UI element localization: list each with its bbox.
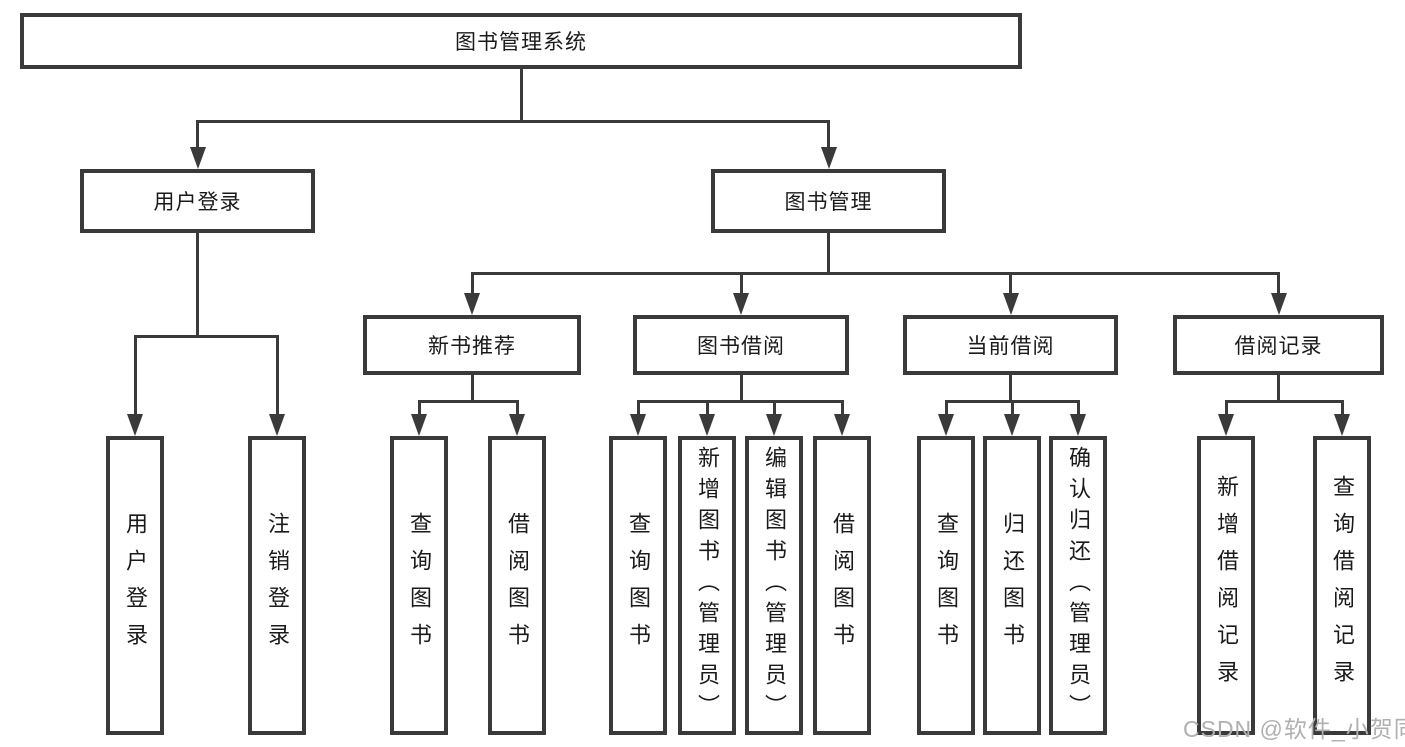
csdn-watermark: CSDN @软件_小贺同学 xyxy=(1183,716,1405,742)
leaf-bb-query-book: 查询图书 xyxy=(609,436,667,735)
arrow-down-icon xyxy=(1004,414,1020,436)
leaf-bb-edit-book-admin-label: 编辑图书（管理员） xyxy=(762,446,787,725)
arrow-down-icon xyxy=(1334,414,1350,436)
leaf-cb-query-book: 查询图书 xyxy=(917,436,975,735)
connector-line xyxy=(1076,400,1080,416)
arrow-down-icon xyxy=(509,414,525,436)
node-user-login: 用户登录 xyxy=(80,169,315,233)
leaf-cb-query-book-label: 查询图书 xyxy=(934,511,959,660)
connector-line xyxy=(1224,400,1228,416)
node-borrow-record: 借阅记录 xyxy=(1173,315,1384,375)
node-user-login-label: 用户登录 xyxy=(153,191,242,214)
connector-line xyxy=(1340,400,1344,416)
connector-line xyxy=(275,335,279,416)
connector-line xyxy=(417,400,421,416)
connector-line xyxy=(827,233,830,275)
leaf-cb-confirm-return-admin: 确认归还（管理员） xyxy=(1049,436,1107,735)
connector-line xyxy=(196,233,199,338)
connector-line xyxy=(1009,375,1012,403)
leaf-cb-return-book-label: 归还图书 xyxy=(1000,511,1025,660)
node-current-borrow-label: 当前借阅 xyxy=(966,335,1055,358)
connector-line xyxy=(196,120,199,149)
leaf-logout-label: 注销登录 xyxy=(265,511,290,660)
arrow-down-icon xyxy=(269,414,285,436)
node-book-borrow: 图书借阅 xyxy=(633,315,849,375)
connector-line xyxy=(519,69,523,123)
connector-line xyxy=(470,375,474,403)
arrow-down-icon xyxy=(820,147,837,169)
leaf-cb-confirm-return-admin-label: 确认归还（管理员） xyxy=(1066,446,1091,725)
arrow-down-icon xyxy=(938,414,954,436)
connector-line xyxy=(739,375,743,403)
leaf-nb-query-book-label: 查询图书 xyxy=(407,511,432,660)
leaf-user-login-label: 用户登录 xyxy=(123,511,148,660)
arrow-down-icon xyxy=(1002,293,1019,315)
leaf-bb-query-book-label: 查询图书 xyxy=(626,511,651,660)
arrow-down-icon xyxy=(834,414,850,436)
connector-line xyxy=(827,120,830,149)
connector-line xyxy=(840,400,844,416)
node-new-book-recommend: 新书推荐 xyxy=(363,315,581,375)
connector-line xyxy=(133,335,137,416)
leaf-nb-borrow-book: 借阅图书 xyxy=(488,436,546,735)
arrow-down-icon xyxy=(1218,414,1234,436)
leaf-nb-query-book: 查询图书 xyxy=(390,436,448,735)
connector-line xyxy=(133,335,279,338)
leaf-nb-borrow-book-label: 借阅图书 xyxy=(505,511,530,660)
leaf-br-query-record: 查询借阅记录 xyxy=(1313,436,1371,735)
leaf-logout: 注销登录 xyxy=(248,436,306,735)
node-book-borrow-label: 图书借阅 xyxy=(697,335,785,358)
leaf-bb-borrow-book: 借阅图书 xyxy=(813,436,871,735)
node-root: 图书管理系统 xyxy=(20,13,1022,69)
leaf-bb-edit-book-admin: 编辑图书（管理员） xyxy=(745,436,803,735)
connector-line xyxy=(636,400,640,416)
connector-line xyxy=(1277,375,1280,403)
leaf-br-query-record-label: 查询借阅记录 xyxy=(1330,474,1355,697)
connector-line xyxy=(705,400,709,416)
connector-line xyxy=(1010,400,1014,416)
connector-line xyxy=(636,400,844,403)
connector-line xyxy=(417,400,519,403)
arrow-down-icon xyxy=(1270,293,1287,315)
connector-line xyxy=(1009,272,1012,295)
leaf-bb-add-book-admin: 新增图书（管理员） xyxy=(678,436,736,735)
node-borrow-record-label: 借阅记录 xyxy=(1234,335,1323,358)
arrow-down-icon xyxy=(411,414,427,436)
arrow-down-icon xyxy=(127,414,143,436)
connector-line xyxy=(1277,272,1280,295)
node-book-management-label: 图书管理 xyxy=(784,191,873,214)
node-book-management: 图书管理 xyxy=(711,169,946,233)
node-root-label: 图书管理系统 xyxy=(455,31,587,54)
arrow-down-icon xyxy=(766,414,782,436)
leaf-bb-borrow-book-label: 借阅图书 xyxy=(830,511,855,660)
leaf-user-login: 用户登录 xyxy=(106,436,164,735)
connector-line xyxy=(1224,400,1344,403)
connector-line xyxy=(196,120,830,123)
connector-line xyxy=(772,400,776,416)
arrow-down-icon xyxy=(464,293,480,315)
connector-line xyxy=(944,400,948,416)
connector-line xyxy=(470,272,474,295)
arrow-down-icon xyxy=(733,293,749,315)
node-new-book-recommend-label: 新书推荐 xyxy=(428,335,516,358)
leaf-br-add-record: 新增借阅记录 xyxy=(1197,436,1255,735)
leaf-bb-add-book-admin-label: 新增图书（管理员） xyxy=(695,446,720,725)
arrow-down-icon xyxy=(699,414,715,436)
leaf-br-add-record-label: 新增借阅记录 xyxy=(1214,474,1239,697)
connector-line xyxy=(470,272,1280,275)
arrow-down-icon xyxy=(189,147,206,169)
connector-line xyxy=(515,400,519,416)
arrow-down-icon xyxy=(630,414,646,436)
connector-line xyxy=(739,272,743,295)
leaf-cb-return-book: 归还图书 xyxy=(983,436,1041,735)
node-current-borrow: 当前借阅 xyxy=(903,315,1118,375)
arrow-down-icon xyxy=(1070,414,1086,436)
